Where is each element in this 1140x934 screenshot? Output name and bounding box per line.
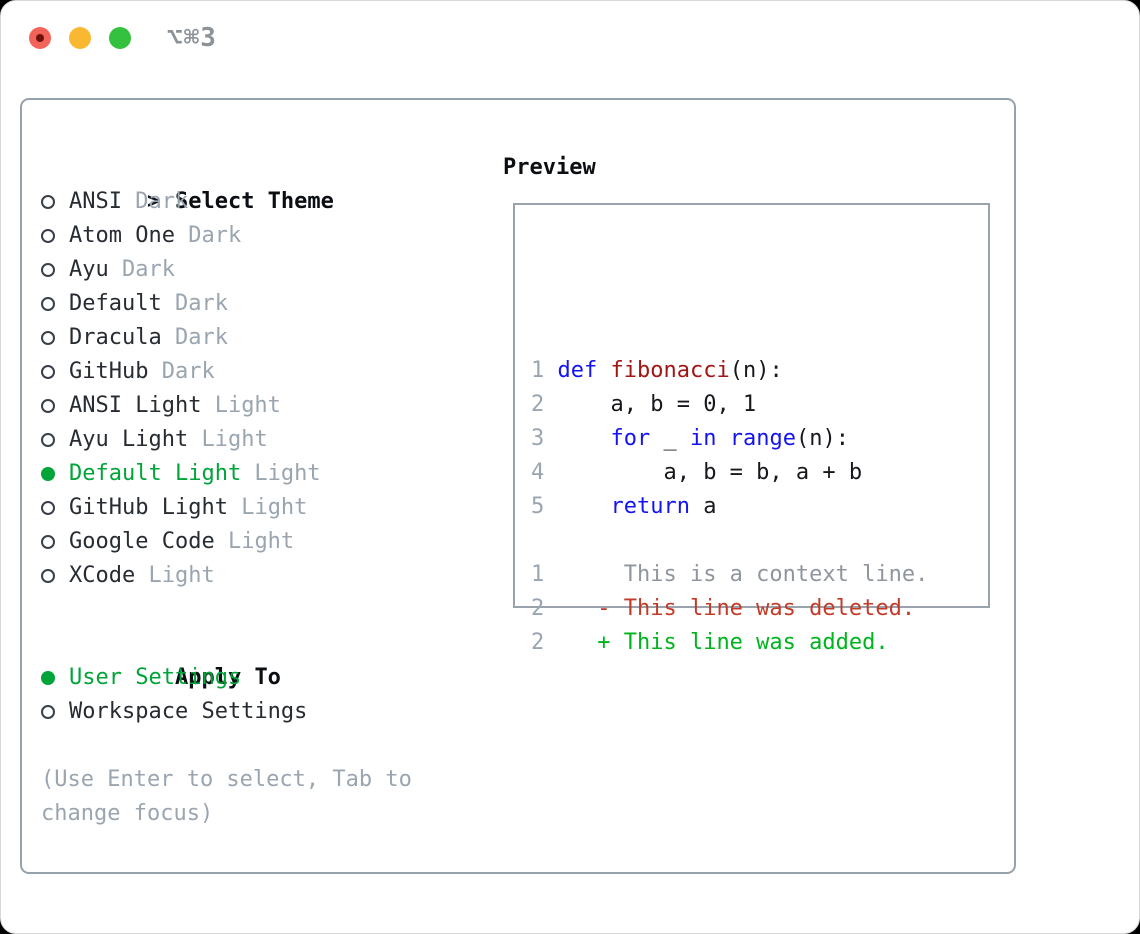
theme-option-ayu[interactable]: Ayu Dark (41, 253, 334, 287)
option-variant-tag: Light (227, 495, 308, 520)
close-button[interactable] (29, 27, 51, 49)
line-number: 4 (531, 460, 558, 485)
theme-option-google-code[interactable]: Google Code Light (41, 525, 334, 559)
option-label: XCode (69, 563, 136, 588)
line-number: 1 (531, 562, 558, 587)
theme-option-github-light[interactable]: GitHub Light Light (41, 491, 334, 525)
option-label: GitHub (69, 359, 149, 384)
radio-unselected-icon (41, 263, 55, 277)
theme-option-xcode[interactable]: XCode Light (41, 559, 334, 593)
theme-option-dracula[interactable]: Dracula Dark (41, 321, 334, 355)
code-line (531, 524, 928, 558)
option-variant-tag: Light (214, 529, 295, 554)
preview-title: Preview (503, 155, 596, 180)
line-number: 2 (531, 630, 558, 655)
preview-box: 1 def fibonacci(n): 2 a, b = 0, 1 3 for _ … (513, 203, 990, 655)
option-label: Atom One (69, 223, 175, 248)
apply-to-title: Apply To (174, 665, 281, 690)
line-number (531, 528, 558, 553)
option-label: Default Light (69, 461, 242, 486)
radio-unselected-icon (41, 297, 55, 311)
option-label: Ayu (69, 257, 109, 282)
code-line: 2 - This line was deleted. (531, 596, 916, 621)
option-variant-tag: Dark (148, 359, 215, 384)
option-label: Google Code (69, 529, 215, 554)
code-line: 3 for _ in range(n): (531, 426, 849, 451)
code-line: 4 a, b = b, a + b (531, 460, 863, 485)
radio-unselected-icon (41, 535, 55, 549)
option-variant-tag: Light (201, 393, 281, 418)
minimize-button[interactable] (69, 27, 91, 49)
apply-option-user-settings[interactable]: User Settings (41, 661, 307, 695)
radio-unselected-icon (41, 705, 55, 719)
radio-selected-icon (41, 467, 55, 481)
keyboard-shortcut-label: ⌥⌘3 (167, 23, 217, 53)
theme-option-atom-one[interactable]: Atom One Dark (41, 219, 334, 253)
theme-option-ayu-light[interactable]: Ayu Light Light (41, 423, 334, 457)
option-variant-tag: Dark (161, 325, 228, 350)
code-line: 1 def fibonacci(n): (531, 358, 783, 383)
option-variant-tag: Dark (121, 189, 189, 214)
help-text: (Use Enter to select, Tab to change focu… (41, 767, 412, 826)
radio-unselected-icon (41, 433, 55, 447)
option-label: ANSI Light (69, 393, 202, 418)
theme-list-header-row: > Select Theme (41, 151, 334, 214)
code-line: 5 return a (531, 494, 717, 519)
option-label: User Settings (69, 665, 242, 690)
line-number: 2 (531, 392, 558, 417)
code-line: 2 + This line was added. (531, 630, 889, 655)
line-number: 3 (531, 426, 558, 451)
option-variant-tag: Dark (161, 291, 228, 316)
apply-option-workspace-settings[interactable]: Workspace Settings (41, 695, 307, 729)
radio-selected-icon (41, 671, 55, 685)
radio-unselected-icon (41, 501, 55, 515)
code-line: 1 This is a context line. (531, 562, 929, 587)
focus-cursor-icon: > (146, 189, 161, 214)
radio-unselected-icon (41, 195, 55, 209)
radio-unselected-icon (41, 569, 55, 583)
radio-unselected-icon (41, 365, 55, 379)
code-line: 2 a, b = 0, 1 (531, 392, 757, 417)
option-variant-tag: Dark (108, 257, 175, 282)
theme-option-default[interactable]: Default Dark (41, 287, 334, 321)
option-label: Default (69, 291, 162, 316)
radio-unselected-icon (41, 331, 55, 345)
option-label: ANSI (69, 189, 122, 214)
option-label: Workspace Settings (69, 699, 308, 724)
option-label: GitHub Light (69, 495, 228, 520)
theme-option-ansi[interactable]: ANSI Dark (41, 185, 334, 219)
theme-list-title: Select Theme (174, 189, 334, 214)
option-variant-tag: Light (135, 563, 215, 588)
line-number: 1 (531, 358, 558, 383)
line-number: 2 (531, 596, 558, 621)
radio-unselected-icon (41, 229, 55, 243)
option-label: Ayu Light (69, 427, 189, 452)
option-variant-tag: Light (241, 461, 321, 486)
zoom-button[interactable] (109, 27, 131, 49)
theme-option-default-light[interactable]: Default Light Light (41, 457, 334, 491)
titlebar: ⌥⌘3 (1, 1, 1139, 75)
radio-unselected-icon (41, 399, 55, 413)
option-label: Dracula (69, 325, 162, 350)
option-variant-tag: Dark (174, 223, 242, 248)
apply-to-header-row: Apply To (41, 627, 307, 690)
line-number: 5 (531, 494, 558, 519)
preview-code: 1 def fibonacci(n): 2 a, b = 0, 1 3 for _ … (531, 252, 928, 660)
theme-option-github[interactable]: GitHub Dark (41, 355, 334, 389)
unsaved-changes-dot-icon (36, 34, 44, 42)
theme-option-ansi-light[interactable]: ANSI Light Light (41, 389, 334, 423)
option-variant-tag: Light (188, 427, 268, 452)
